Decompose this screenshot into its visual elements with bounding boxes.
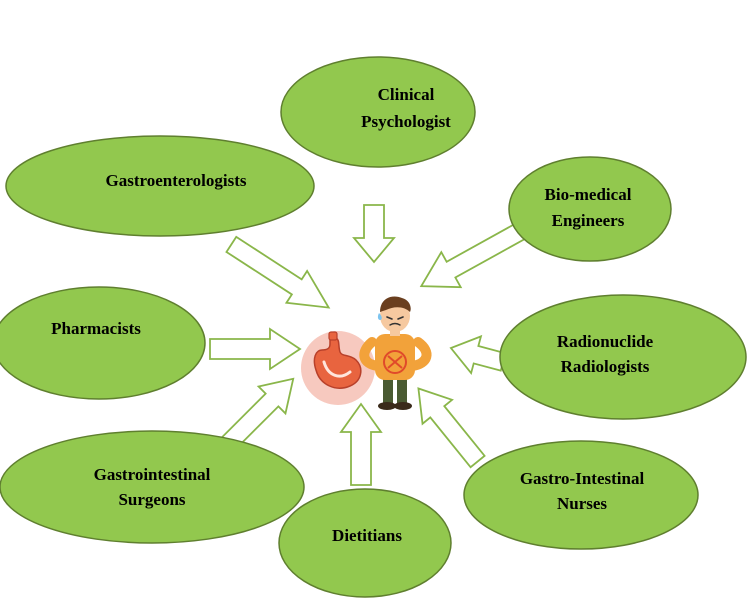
node-label-line2: Engineers <box>552 211 625 230</box>
node-label-line1: Gastroenterologists <box>105 171 246 190</box>
node-radionuclide-radiologists: Radionuclide Radiologists <box>499 294 747 420</box>
node-label-line1: Pharmacists <box>51 319 141 338</box>
node-label-line1: Dietitians <box>332 526 402 545</box>
center-patient-illustration <box>301 296 432 410</box>
node-label-line2: Psychologist <box>361 112 451 131</box>
node-pharmacists: Pharmacists <box>0 286 206 400</box>
node-label-line1: Clinical <box>378 85 435 104</box>
patient-figure <box>359 296 432 410</box>
node-label-line2: Nurses <box>557 494 607 513</box>
stomach-icon <box>313 331 362 389</box>
node-gastrointestinal-surgeons: Gastrointestinal Surgeons <box>0 430 305 544</box>
node-label-line2: Radiologists <box>561 357 650 376</box>
node-gastro-intestinal-nurses: Gastro-Intestinal Nurses <box>463 440 699 550</box>
arrow-from-pharmacists <box>209 327 302 371</box>
arrow-from-gastroenterologists <box>225 235 331 309</box>
arrow-from-radionuclide-radiologists <box>449 334 507 376</box>
node-label-line1: Gastro-Intestinal <box>520 469 645 488</box>
node-dietitians: Dietitians <box>278 488 452 598</box>
arrow-from-dietitians <box>339 402 383 486</box>
node-label-line2: Surgeons <box>118 490 185 509</box>
node-label-line1: Gastrointestinal <box>94 465 211 484</box>
node-label-line1: Radionuclide <box>557 332 654 351</box>
node-biomedical-engineers: Bio-medical Engineers <box>508 156 672 262</box>
arrow-from-clinical-psychologist <box>352 204 396 264</box>
node-clinical-psychologist: Clinical Psychologist <box>280 56 476 168</box>
arrow-from-gastro-intestinal-nurses <box>417 387 486 469</box>
node-label-line1: Bio-medical <box>545 185 632 204</box>
arrow-from-biomedical-engineers <box>419 220 529 289</box>
node-gastroenterologists: Gastroenterologists <box>5 135 315 237</box>
